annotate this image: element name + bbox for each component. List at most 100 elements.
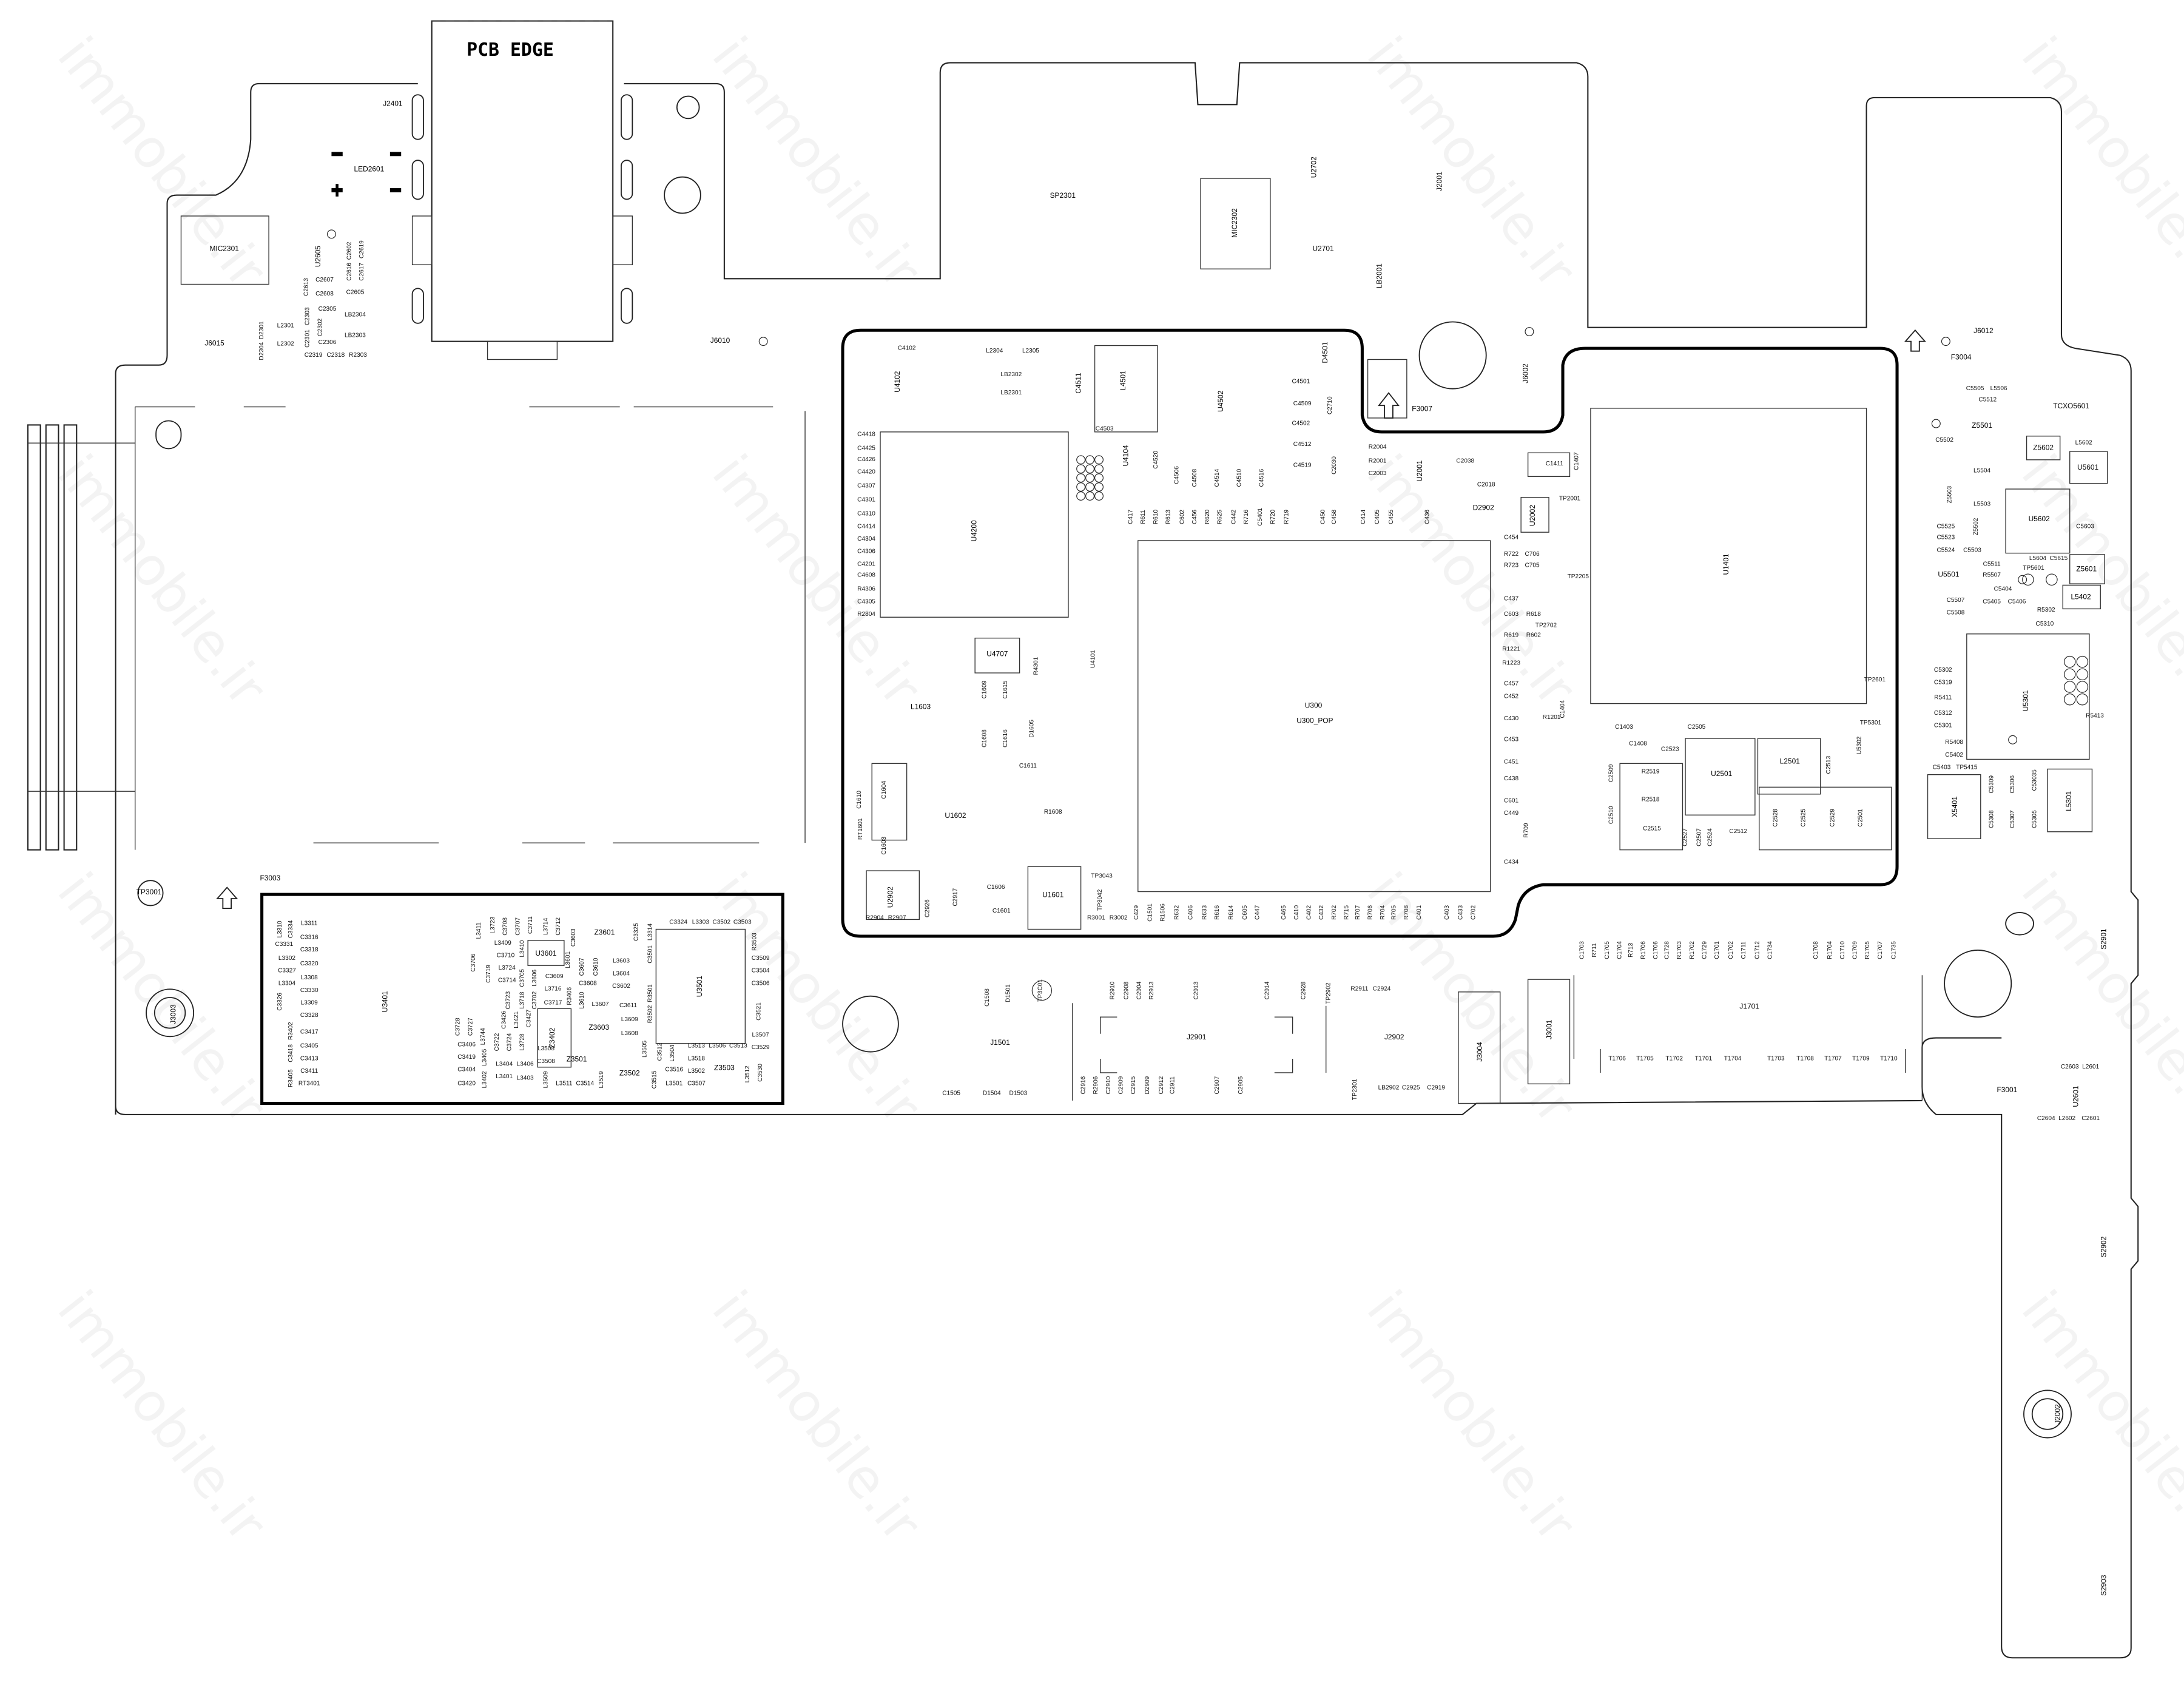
component-label: T1701 [1695, 1055, 1713, 1062]
component-label: C2905 [1238, 1076, 1244, 1094]
u5301-body [1966, 633, 2090, 760]
component-label: L5604 [2029, 555, 2046, 562]
component-label: C3711 [527, 916, 534, 934]
component-label: L3314 [647, 923, 653, 940]
component-label: R2910 [1110, 981, 1116, 999]
component-label: C2907 [1214, 1076, 1221, 1094]
component-label: R5413 [2086, 713, 2104, 720]
component-label: U300 [1305, 701, 1323, 709]
r2519-body [1619, 763, 1684, 851]
component-label: C2605 [346, 289, 365, 296]
component-label: L3501 [666, 1081, 682, 1087]
component-label: C3723 [505, 991, 511, 1009]
component-label: C3413 [300, 1055, 318, 1062]
u1601-body [1027, 866, 1082, 930]
component-label: TP2301 [1352, 1078, 1358, 1100]
component-label: C1404 [1559, 700, 1566, 718]
component-label: C3607 [579, 957, 585, 976]
component-label: C1408 [1629, 740, 1647, 747]
component-label: C2613 [303, 278, 309, 296]
component-label: C2003 [1369, 470, 1387, 477]
up-arrow-icon [1378, 392, 1400, 419]
component-label: C3406 [457, 1041, 476, 1048]
component-label: C3426 [500, 1010, 507, 1028]
component-label: C702 [1470, 905, 1477, 920]
component-label: C605 [1242, 905, 1249, 920]
component-label: TP3001 [136, 888, 162, 896]
component-label: C2607 [315, 277, 334, 283]
component-label: T1708 [1796, 1055, 1814, 1062]
component-label: C4511 [1074, 373, 1083, 394]
component-label: C2030 [1331, 456, 1338, 474]
component-label: R2001 [1369, 457, 1387, 464]
component-label: C3714 [498, 977, 516, 984]
test-point [2076, 693, 2089, 706]
component-label: C1608 [982, 729, 988, 748]
component-label: C2904 [1136, 981, 1142, 999]
component-label: C3331 [275, 941, 293, 948]
component-label: C4305 [857, 598, 875, 605]
u3501-body [655, 928, 746, 1044]
component-label: C2619 [359, 240, 365, 258]
component-label: C2302 [317, 318, 323, 336]
component-label: C3529 [752, 1044, 770, 1051]
component-label: R3402 [288, 1022, 294, 1040]
component-label: D2304 [258, 342, 265, 360]
u2002-body [1520, 497, 1549, 533]
component-label: C4514 [1214, 468, 1221, 487]
component-label: C5302 [1934, 667, 1952, 674]
component-label: C5402 [1945, 752, 1963, 758]
component-label: C5406 [2008, 598, 2026, 605]
component-label: L3714 [542, 918, 549, 935]
component-label: C1615 [1002, 680, 1009, 698]
component-label: C437 [1504, 596, 1519, 603]
component-label: R619 [1504, 632, 1519, 638]
component-label: C1711 [1741, 941, 1747, 959]
component-label: L3601 [565, 951, 571, 968]
component-label: Z3503 [714, 1063, 735, 1072]
component-label: C3719 [485, 965, 492, 983]
component-label: C3502 [712, 919, 730, 925]
test-point-cluster [1076, 455, 2089, 706]
component-label: D2909 [1144, 1076, 1151, 1094]
component-label: LB2304 [345, 311, 366, 318]
component-label: C2914 [1264, 981, 1271, 999]
component-label: C2616 [346, 263, 353, 281]
component-label: L3519 [598, 1071, 605, 1088]
component-label: Z5503 [1947, 485, 1953, 503]
component-label: C2601 [2081, 1115, 2100, 1122]
component-label: C3405 [300, 1043, 318, 1050]
x5401-body [1927, 774, 1981, 839]
u4200-body [880, 431, 1069, 618]
component-label: L2301 [277, 323, 294, 329]
component-label: U5602 [2029, 515, 2051, 523]
component-label: C2608 [315, 291, 334, 297]
component-label: R610 [1153, 509, 1159, 524]
component-label: R2004 [1369, 444, 1387, 450]
component-label: C3724 [507, 1033, 513, 1051]
component-label: U4707 [986, 650, 1008, 658]
component-label: R3503 [752, 933, 758, 951]
component-label: L2601 [2082, 1064, 2099, 1070]
component-label: C3530 [757, 1064, 764, 1082]
component-label: C4508 [1191, 468, 1198, 487]
component-label: C3707 [514, 917, 521, 936]
component-label: T1707 [1824, 1055, 1842, 1062]
component-label: L3403 [517, 1075, 534, 1081]
component-label: C433 [1458, 905, 1464, 920]
component-label: T1705 [1636, 1055, 1654, 1062]
component-label: C1708 [1813, 941, 1819, 959]
component-label: C2501 [1858, 809, 1864, 827]
component-label: R1201 [1543, 714, 1561, 721]
component-label: C4102 [898, 345, 916, 351]
mounting-hole [842, 995, 899, 1053]
z3402-body [537, 1008, 572, 1068]
component-label: C1709 [1852, 941, 1858, 959]
component-label: Z3501 [567, 1055, 587, 1064]
component-label: C2513 [1825, 755, 1832, 774]
component-label: C3706 [470, 953, 477, 971]
component-label: C1705 [1604, 941, 1611, 959]
u5602-body [2005, 488, 2071, 554]
component-label: C3717 [544, 999, 562, 1006]
component-label: LB2001 [1375, 263, 1384, 288]
